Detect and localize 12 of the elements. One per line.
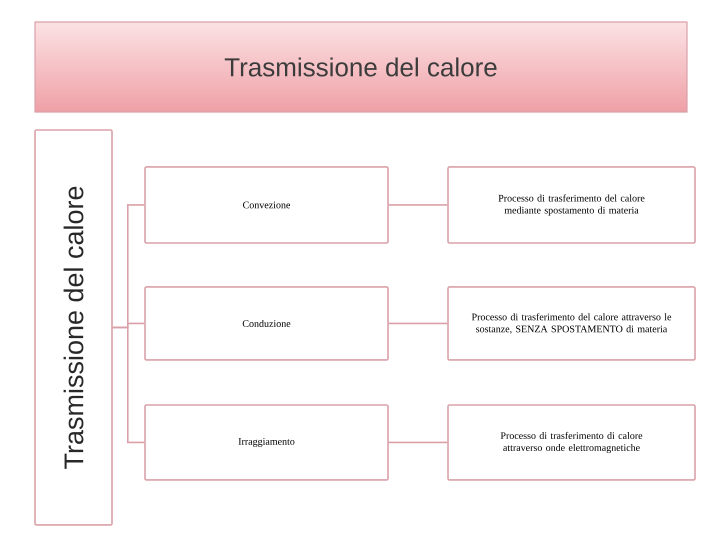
description-box: Processo di trasferimento di calore attraverso onde elettromagnetiche	[447, 404, 696, 481]
category-box: Conduzione	[144, 286, 389, 361]
description-box: Processo di trasferimento del calore attraverso le sostanze, SENZA SPOSTAMENTO di materia	[447, 286, 696, 361]
category-box: Convezione	[144, 166, 389, 244]
description-box: Processo di trasferimento del calore mediante spostamento di materia	[447, 166, 696, 244]
title-banner: Trasmissione del calore	[34, 21, 688, 113]
connector-line	[388, 322, 448, 324]
category-box: Irraggiamento	[144, 404, 389, 481]
side-label-box: Trasmissione del calore	[34, 129, 113, 526]
connector-line	[112, 326, 144, 444]
connector-line	[388, 442, 448, 444]
connector-line	[388, 204, 448, 206]
